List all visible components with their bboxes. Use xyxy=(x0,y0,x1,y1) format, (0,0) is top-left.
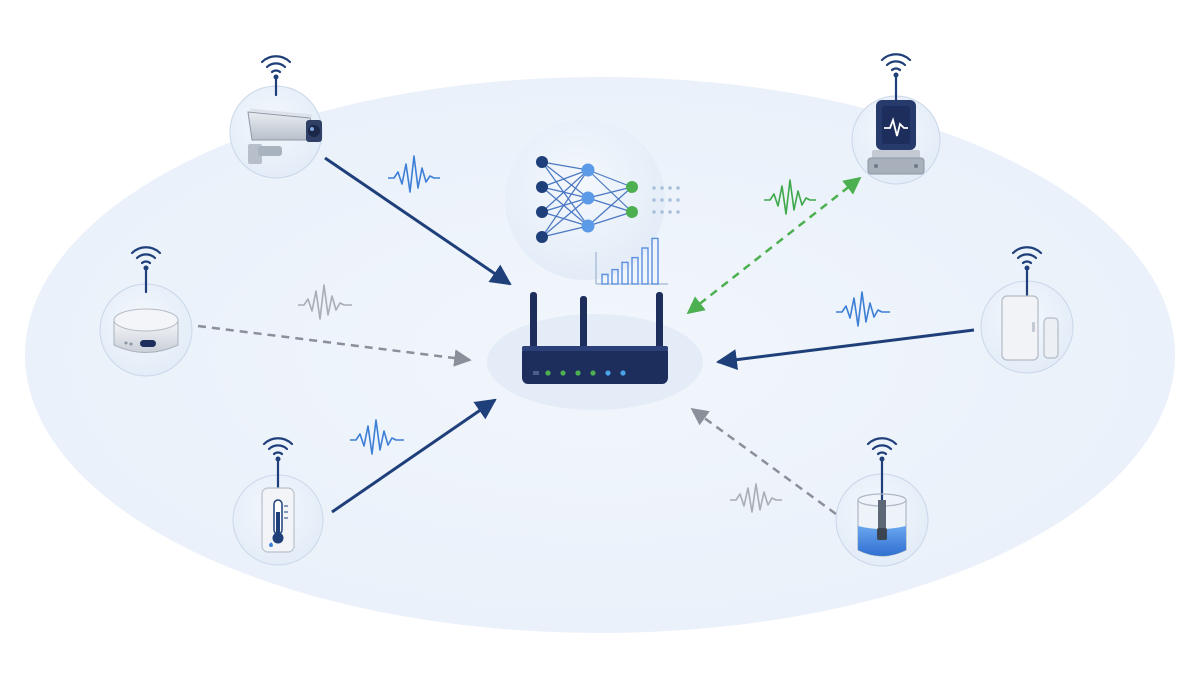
water-level-sensor-icon xyxy=(857,493,907,557)
ai-chart-bar xyxy=(621,261,629,285)
wifi-icon xyxy=(262,437,294,490)
router[interactable] xyxy=(487,292,703,410)
link-vibration-router xyxy=(686,176,862,315)
security-camera-icon xyxy=(247,108,322,164)
device-smart-hub[interactable] xyxy=(99,246,193,377)
router-icon xyxy=(522,292,668,384)
bar-chart-icon xyxy=(595,237,668,285)
signal-wave-door xyxy=(836,291,890,327)
signal-wave-thermometer xyxy=(350,419,404,455)
router-led xyxy=(545,370,551,376)
device-thermometer[interactable] xyxy=(232,437,324,566)
device-vibration-sensor[interactable] xyxy=(851,53,941,185)
link-water-to-router xyxy=(690,407,837,516)
neural-network-icon xyxy=(541,161,633,238)
router-led xyxy=(560,370,566,376)
vibration-sensor-icon xyxy=(867,100,925,175)
router-led xyxy=(590,370,596,376)
door-sensor-icon xyxy=(1001,295,1059,361)
wifi-icon xyxy=(260,55,292,97)
wifi-icon xyxy=(130,246,162,294)
ai-chart-bar xyxy=(611,268,619,285)
link-camera-to-router xyxy=(324,156,512,286)
neural-network-nodes xyxy=(536,156,638,243)
signal-wave-camera xyxy=(388,155,440,193)
output-dots xyxy=(652,186,680,214)
ai-chart-bar xyxy=(641,247,649,285)
signal-wave-hub xyxy=(298,284,352,320)
ai-model-panel xyxy=(505,120,680,285)
link-door-to-router xyxy=(715,328,975,371)
router-leds xyxy=(533,370,626,376)
ai-chart-bar xyxy=(601,273,609,285)
ai-chart-bar xyxy=(651,237,659,285)
wifi-icon xyxy=(866,437,898,502)
signal-wave-water xyxy=(730,483,782,513)
router-led xyxy=(575,370,581,376)
router-led xyxy=(620,370,626,376)
ai-chart-bar xyxy=(631,256,639,285)
wifi-icon xyxy=(880,53,912,102)
thermometer-icon xyxy=(261,487,295,553)
router-led xyxy=(605,370,611,376)
link-thermometer-to-router xyxy=(331,398,497,514)
device-security-camera[interactable] xyxy=(229,55,323,179)
link-hub-to-router xyxy=(197,324,472,367)
wifi-icon xyxy=(1011,246,1043,298)
device-water-level-sensor[interactable] xyxy=(835,437,929,567)
router-port-indicator xyxy=(533,371,539,375)
device-door-sensor[interactable] xyxy=(980,246,1074,374)
signal-wave-vibration xyxy=(764,179,816,215)
smart-hub-icon xyxy=(113,308,179,353)
